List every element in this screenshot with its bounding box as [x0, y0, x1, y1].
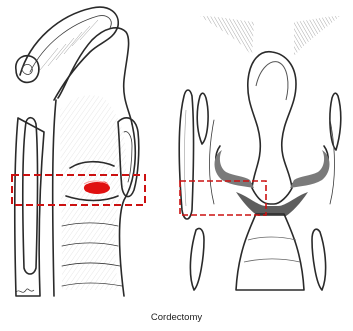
coronal-larynx-view: [179, 16, 341, 290]
artist-signature: [16, 289, 34, 292]
sagittal-larynx-view: [12, 7, 145, 296]
figure-caption: Cordectomy: [0, 312, 353, 323]
